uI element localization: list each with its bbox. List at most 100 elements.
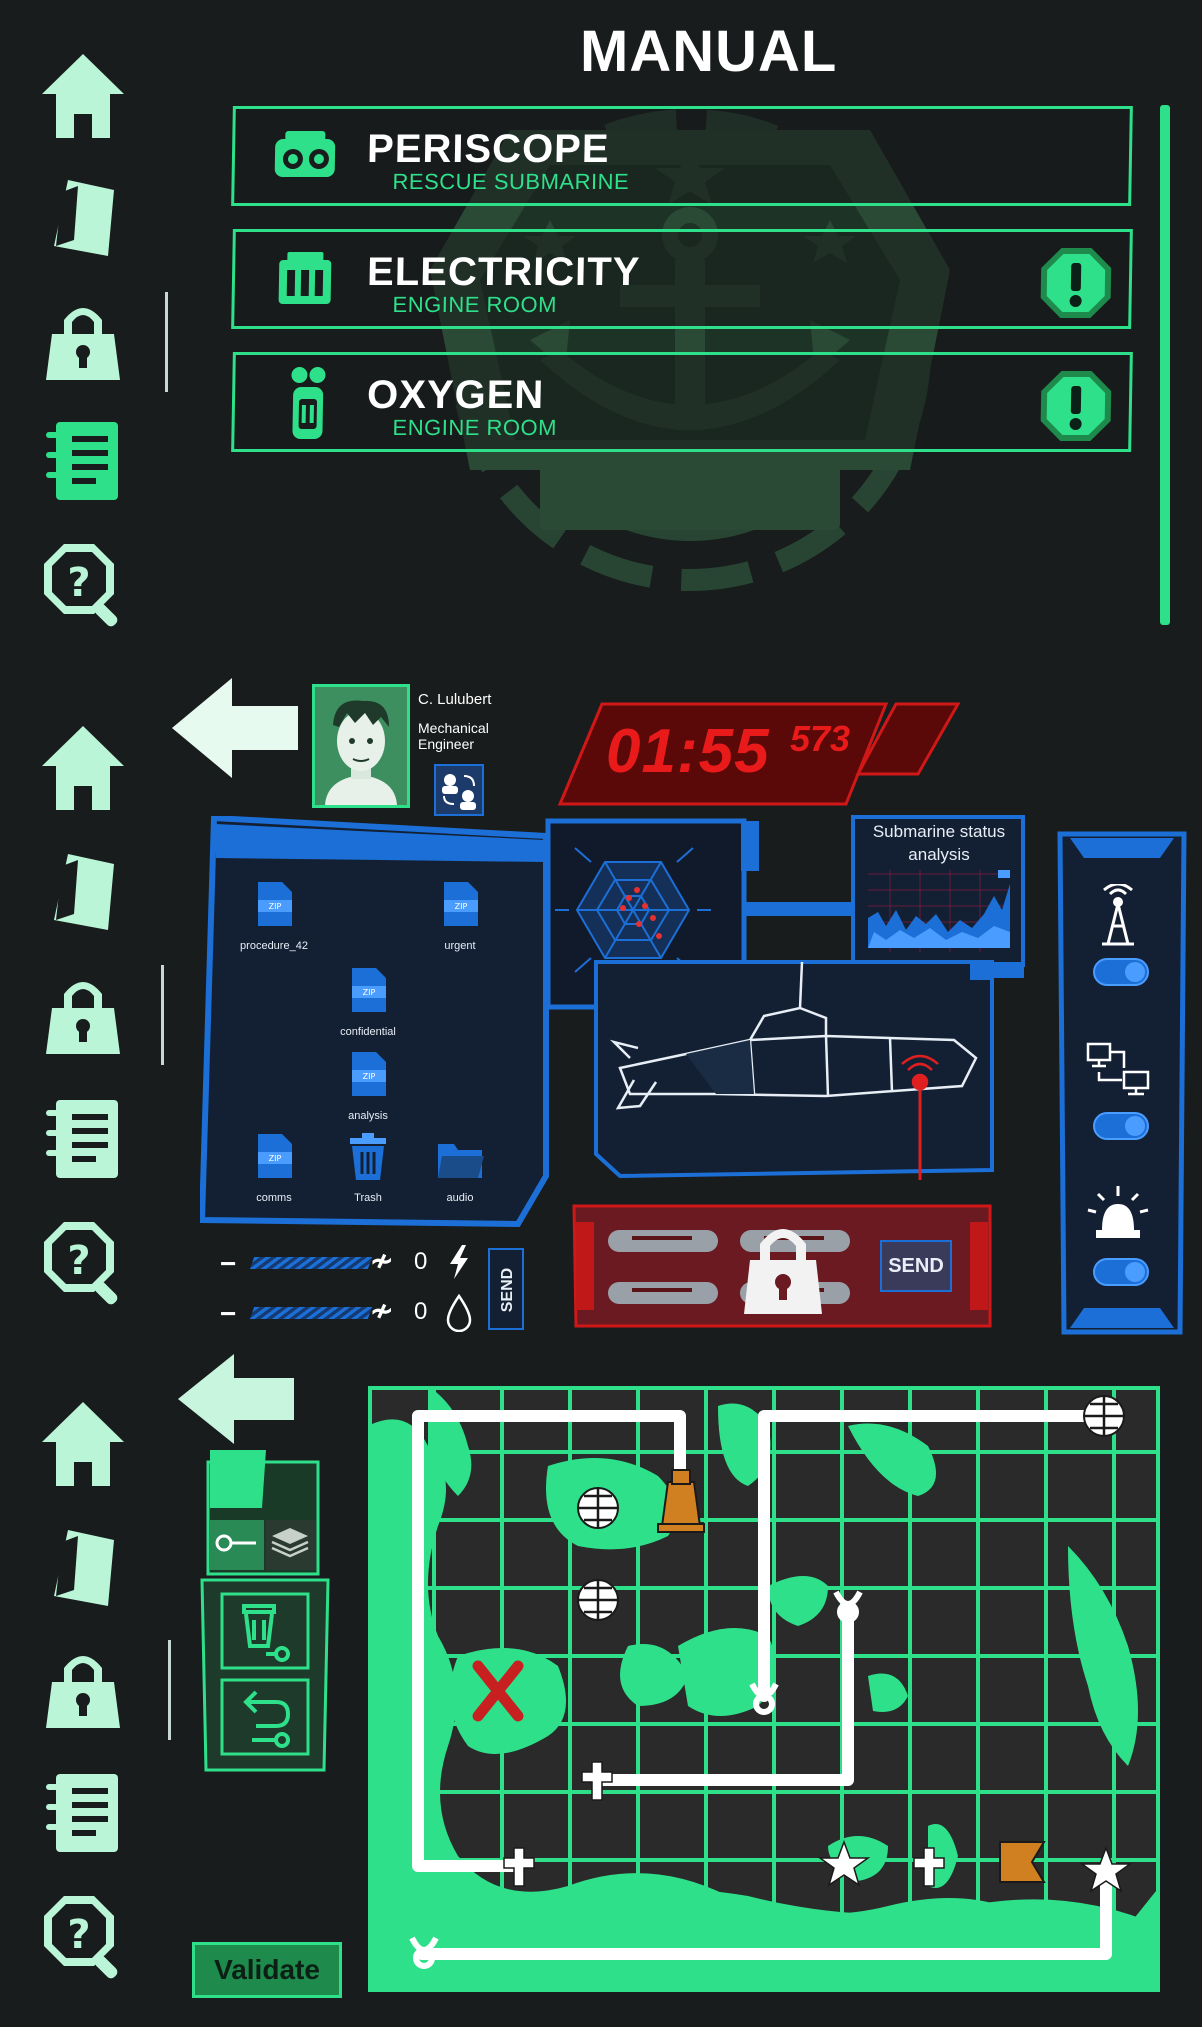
help-search-icon[interactable]: ? [38,1218,128,1308]
map-fold-icon[interactable] [38,846,128,936]
periscope-icon [274,131,336,177]
network-toggle[interactable] [1093,1112,1149,1140]
generator-icon [278,252,332,304]
back-arrow-icon[interactable] [178,1352,296,1446]
manual-item-title: OXYGEN [366,373,545,417]
status-analysis-line2: analysis [908,845,970,864]
home-icon[interactable] [38,50,128,140]
zip-file-icon: ZIP [352,968,386,1012]
power-value: 0 [414,1248,428,1275]
file-name: comms [256,1192,292,1204]
layers-icon[interactable] [270,1526,310,1560]
radio-toggle[interactable] [1093,958,1149,986]
help-search-icon[interactable]: ? [38,540,128,630]
toggle-knob [1125,962,1145,982]
file-item[interactable]: ZIP analysis [318,1050,418,1122]
file-name: Trash [354,1192,382,1204]
sidebar-divider [161,965,164,1065]
status-analysis-line1: Submarine status [872,822,1006,841]
power-reset-button[interactable]: ≁ [370,1245,394,1276]
manual-item-oxygen[interactable]: OXYGEN ENGINE ROOM [231,352,1133,452]
svg-text:ZIP: ZIP [455,902,468,911]
manual-title: MANUAL [580,19,838,84]
svg-text:ZIP: ZIP [269,902,282,911]
zip-file-icon: ZIP [258,882,292,926]
home-icon[interactable] [38,722,128,812]
manual-item-electricity[interactable]: ELECTRICITY ENGINE ROOM [231,229,1133,329]
padlock-icon[interactable] [38,1642,128,1732]
route-map[interactable] [368,1386,1160,1992]
file-item[interactable]: ZIP urgent [410,880,510,952]
svg-text:?: ? [67,1912,90,1958]
zip-file-icon: ZIP [352,1052,386,1096]
water-minus-button[interactable]: − [220,1298,237,1329]
toggle-knob [1125,1116,1145,1136]
file-item[interactable]: ZIP comms [224,1132,324,1204]
notebook-icon[interactable] [38,1094,128,1184]
file-name: audio [446,1192,474,1204]
connector-bar [746,902,858,916]
svg-text:ZIP: ZIP [363,988,376,997]
radio-tower-icon [1102,884,1134,946]
manual-item-title: PERISCOPE [366,127,610,171]
home-icon[interactable] [38,1398,128,1488]
power-minus-button[interactable]: − [220,1248,237,1279]
manual-item-subtitle: RESCUE SUBMARINE [392,169,630,194]
back-arrow-icon[interactable] [172,676,300,780]
svg-text:?: ? [67,560,90,606]
oxygen-tank-icon [291,367,326,439]
file-item[interactable]: audio [410,1132,510,1204]
file-item[interactable]: ZIP procedure_42 [224,880,324,952]
switch-user-icon[interactable] [434,764,484,816]
alert-icon[interactable] [1038,246,1113,320]
notebook-icon[interactable] [38,1768,128,1858]
svg-text:?: ? [67,1238,90,1284]
help-search-icon[interactable]: ? [38,1892,128,1982]
lightning-icon [450,1245,468,1279]
notebook-icon[interactable] [38,416,128,506]
controls-send-button[interactable]: SEND [488,1248,524,1330]
erase-route-icon[interactable] [236,1600,298,1664]
profile-role-line1: Mechanical [418,720,489,736]
toggle-panel [1057,831,1187,1335]
power-slider-track[interactable] [249,1257,373,1269]
map-tool-panel [200,1450,330,1772]
file-item[interactable]: Trash [318,1132,418,1204]
undo-route-icon[interactable] [236,1686,298,1750]
torpedo-send-button[interactable]: SEND [880,1240,952,1292]
file-item[interactable]: ZIP confidential [318,966,418,1038]
manual-item-periscope[interactable]: PERISCOPE RESCUE SUBMARINE [231,106,1133,206]
pin-tool-icon[interactable] [214,1528,258,1558]
file-name: confidential [340,1026,396,1038]
manual-scrollbar[interactable] [1160,105,1170,625]
profile-avatar [312,684,410,808]
sidebar-divider [165,292,168,392]
toggle-knob [1125,1262,1145,1282]
trash-icon [350,1133,386,1180]
alert-icon[interactable] [1038,369,1113,443]
padlock-icon[interactable] [38,968,128,1058]
validate-button[interactable]: Validate [192,1942,342,1998]
profile-name: C. Lulubert [418,691,492,708]
manual-item-title: ELECTRICITY [366,250,641,294]
network-computers-icon [1086,1042,1150,1096]
padlock-icon[interactable] [742,1218,824,1316]
timer-frame [557,702,960,806]
water-value: 0 [414,1298,428,1325]
file-name: analysis [348,1110,388,1122]
controls-send-label: SEND [499,1267,516,1313]
folder-icon [438,1144,484,1178]
sidebar-divider [168,1640,171,1740]
file-name: urgent [444,940,476,952]
engineer-portrait [315,687,407,805]
water-slider-track[interactable] [249,1307,373,1319]
water-reset-button[interactable]: ≁ [370,1295,394,1326]
alarm-siren-icon [1087,1186,1149,1238]
submarine-view-window [594,960,994,1180]
timer-time: 01:55 [606,717,770,786]
padlock-icon[interactable] [38,294,128,384]
alarm-toggle[interactable] [1093,1258,1149,1286]
manual-item-subtitle: ENGINE ROOM [392,292,558,317]
map-fold-icon[interactable] [38,172,128,262]
map-fold-icon[interactable] [38,1522,128,1612]
